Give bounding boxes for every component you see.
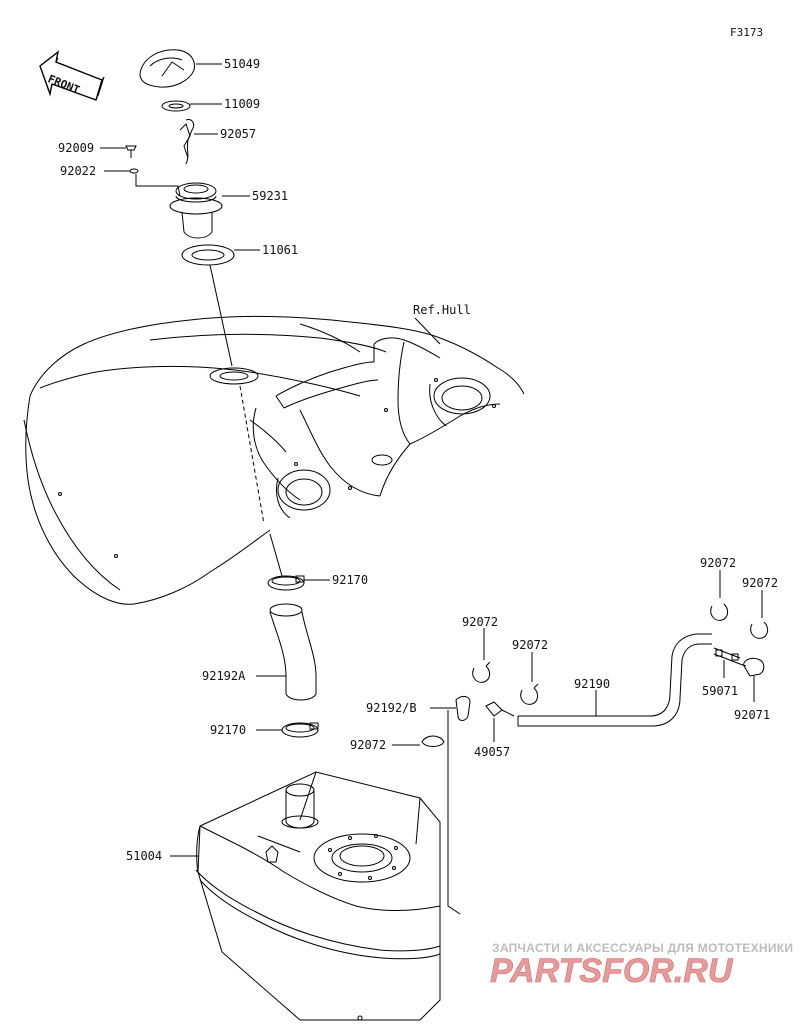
washer-92022 [129,168,139,174]
clip-92072 [421,735,445,747]
cap-92071 [739,657,765,677]
hose-clamp-92170-upper [267,575,305,591]
hose-92192B [455,695,471,721]
clip-92072 [750,621,769,639]
gasket-11009 [161,100,191,112]
part-number-92170-upper: 92170 [332,573,369,587]
part-number-11009: 11009 [224,97,261,111]
cap-cover-51049 [139,49,195,88]
front-arrow-icon [39,50,105,101]
part-number-92071: 92071 [734,708,771,722]
part-number-49057: 49057 [474,745,511,759]
ref-hull-label: Ref.Hull [413,303,471,317]
hose-clamp-92170-lower [281,722,319,738]
figure-id: F3173 [730,26,764,39]
vent-hose-92190 [517,633,712,727]
part-number-92190: 92190 [574,677,611,691]
fitting-59071 [713,647,741,665]
part-number-92170-lower: 92170 [210,723,247,737]
part-number-92057: 92057 [220,127,257,141]
fuel-tank-51004 [195,771,441,1021]
part-number-92072: 92072 [462,615,499,629]
part-number-51004: 51004 [126,849,163,863]
part-number-92072: 92072 [700,556,737,570]
gasket-plate-11061 [181,244,235,266]
part-number-92192A: 92192A [202,669,246,683]
clip-92072 [472,661,491,683]
part-number-59071: 59071 [702,684,739,698]
part-number-92192B: 92192/B [366,701,417,715]
part-number-92072: 92072 [742,576,779,590]
part-number-92009: 92009 [58,141,95,155]
watermark-logo-text: PARTSFOR.RU [490,952,734,990]
check-valve-49057 [485,701,515,717]
part-number-92072: 92072 [512,638,549,652]
clip-92072 [710,603,729,621]
part-number-92022: 92022 [60,164,97,178]
part-number-92072: 92072 [350,738,387,752]
part-number-51049: 51049 [224,57,261,71]
hull-outline [23,315,525,605]
part-number-11061: 11061 [262,243,299,257]
strap-92057 [179,119,195,165]
screw-92009 [125,145,137,158]
filler-neck-59231 [169,182,223,239]
filler-hose-92192A [269,603,317,701]
part-number-59231: 59231 [252,189,289,203]
watermark-logo: PARTSFOR.RU [490,952,734,990]
clip-92072 [520,683,539,705]
watermark-tagline: ЗАПЧАСТИ И АКСЕССУАРЫ ДЛЯ МОТОТЕХНИКИ [492,941,794,955]
